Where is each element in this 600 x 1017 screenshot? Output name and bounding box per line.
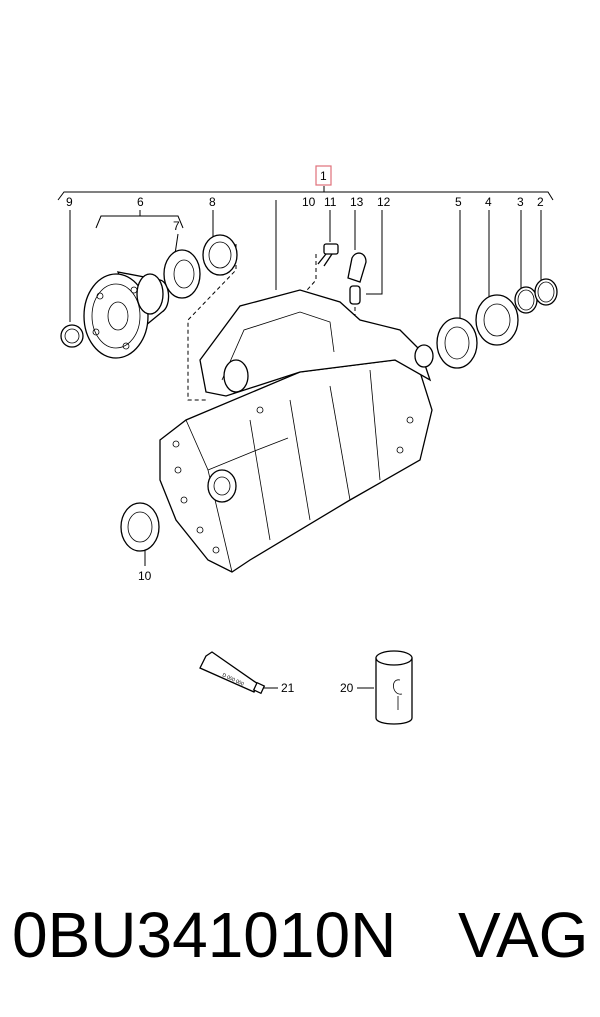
flange-6-icon [83, 271, 170, 359]
seal-ring-4-icon [475, 294, 519, 346]
callout-13: 13 [350, 195, 364, 209]
callout-10-top: 10 [302, 195, 316, 209]
seal-7-icon [163, 249, 201, 299]
callout-12: 12 [377, 195, 391, 209]
o-ring-2-icon [534, 278, 558, 306]
o-ring-3-icon [514, 286, 538, 314]
grease-tube-21-icon: D 000 000 [199, 651, 266, 695]
callout-2: 2 [537, 195, 544, 209]
seal-ring-8-icon [202, 234, 238, 276]
callout-9: 9 [66, 195, 73, 209]
oil-can-20-icon [375, 650, 413, 725]
callout-20: 20 [340, 681, 354, 695]
callout-4: 4 [485, 195, 492, 209]
callout-6: 6 [137, 195, 144, 209]
assembly-bracket [57, 186, 554, 201]
circlip-9-icon [60, 324, 84, 348]
callout-5: 5 [455, 195, 462, 209]
callout-1-highlight[interactable]: 1 [315, 165, 332, 186]
callout-3: 3 [517, 195, 524, 209]
callout-7: 7 [173, 219, 180, 233]
part-info-footer: 0BU341010N VAG [0, 890, 600, 980]
callout-8: 8 [209, 195, 216, 209]
exploded-parts-diagram: 1 9 6 7 8 10 11 13 12 5 4 3 2 10 21 20 [57, 165, 558, 725]
transfer-case-housing-icon [159, 289, 434, 573]
callout-10-bottom: 10 [138, 569, 152, 583]
callout-11: 11 [324, 195, 337, 209]
brand-label: VAG [458, 899, 589, 971]
seal-10-icon [120, 502, 160, 552]
callout-1: 1 [320, 169, 327, 183]
plug-13-icon [347, 252, 367, 283]
bolt-11-icon [317, 243, 339, 267]
callout-21: 21 [281, 681, 295, 695]
pin-12-icon [349, 285, 361, 305]
part-number: 0BU341010N [12, 899, 397, 971]
seal-5-icon [436, 317, 478, 369]
